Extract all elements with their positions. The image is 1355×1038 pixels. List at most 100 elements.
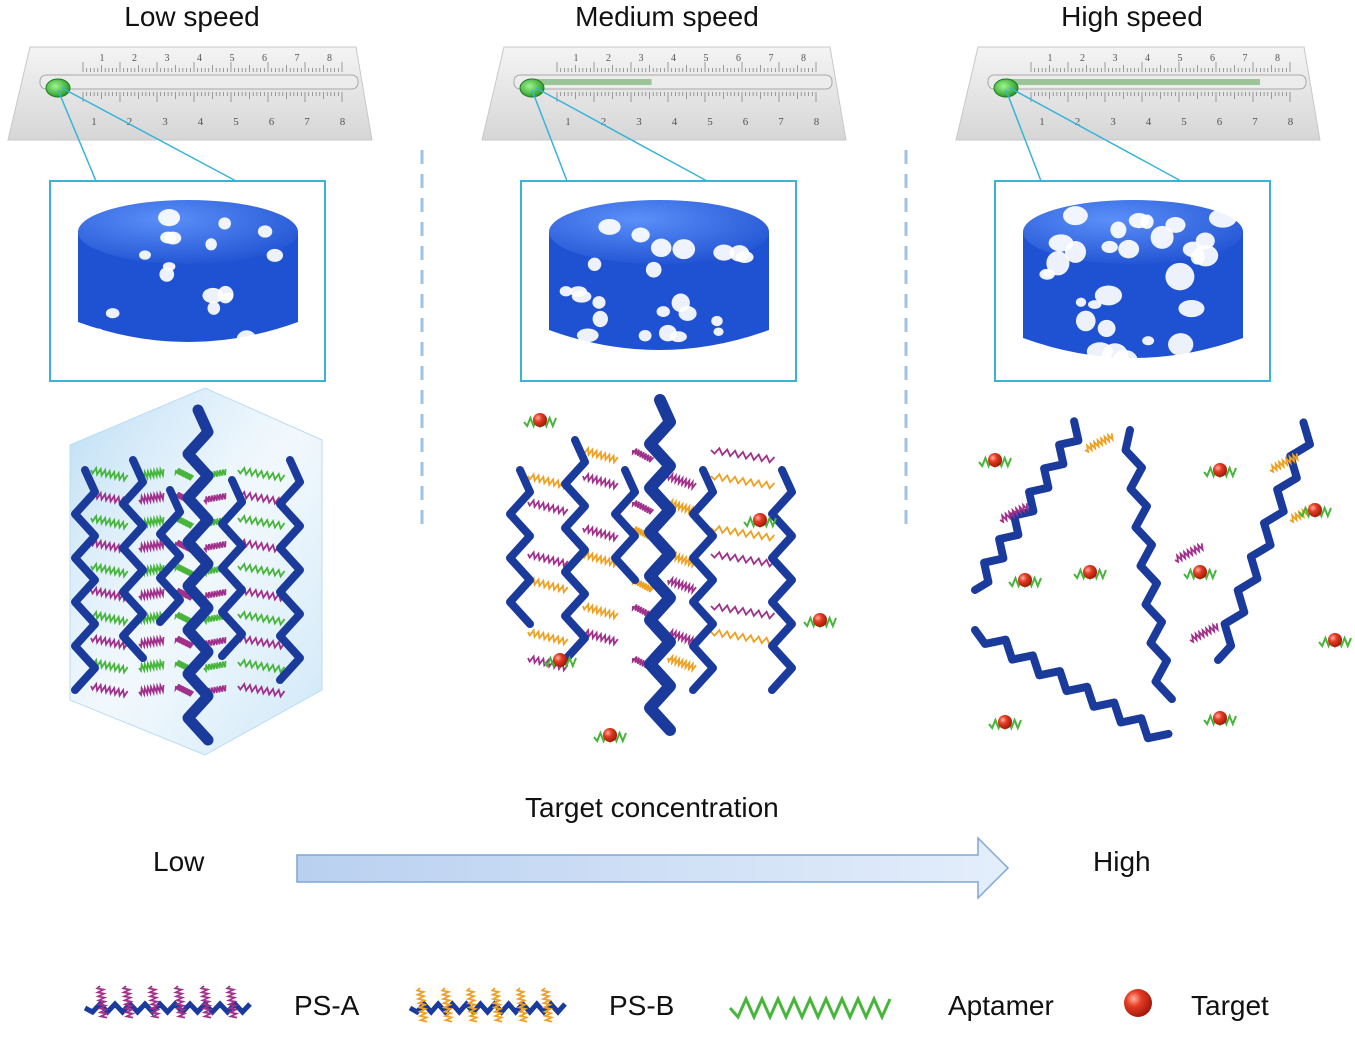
zoom-line [531,89,568,182]
panel-title-high: High speed [1061,1,1203,32]
hydrogel-pore [713,244,735,261]
ruler-tick-label: 8 [340,116,346,128]
zoom-line [1009,87,1182,182]
aptamer-target-complex [523,413,557,429]
crosslink [146,985,162,1019]
crosslink [582,471,619,491]
aptamer-target-complex [978,453,1012,469]
polymer-chain [1214,418,1314,664]
hydrogel-pore [1046,251,1070,276]
hydrogel-pore [105,308,120,319]
crosslink [527,472,569,491]
hydrogel-pore [713,327,724,337]
hydrogel-pore [1142,336,1155,346]
network-high [971,417,1352,743]
target-sphere [988,453,1002,467]
crosslink [90,561,129,579]
sample-droplet [993,78,1019,98]
hydrogel-pore [158,209,181,227]
aptamer-target-complex [1008,573,1042,589]
aptamer-target-complex [1073,565,1107,581]
ruler-tick-label: 4 [197,53,202,64]
hydrogel-pore [656,306,670,317]
ruler-tick-label: 8 [1288,116,1294,128]
hydrogel-pore [256,336,268,346]
ruler-tick-label: 3 [639,53,644,64]
crosslink [203,493,227,506]
crosslink [631,500,655,515]
crosslink [237,514,286,531]
crosslink [174,563,195,577]
target-sphere [753,513,767,527]
crosslink [90,633,129,651]
crosslink [1189,622,1219,644]
target-sphere [1308,503,1322,517]
hydrogel-pore [671,293,690,313]
ruler-tick-label: 2 [132,53,137,64]
legend-label-target: Target [1191,990,1269,1021]
concentration-arrow [296,836,1010,900]
hydrogel-pore [650,238,672,258]
crosslink [582,549,619,569]
ruler-tick-label: 5 [233,116,239,128]
high-label: High [1093,846,1151,877]
hydrogel-pore [1094,285,1123,306]
crosslink [667,471,697,492]
ruler-tick-label: 3 [165,53,170,64]
crosslink [237,658,286,675]
hydrogel-pore [1128,212,1149,229]
ruler-tick-label: 7 [1252,116,1258,128]
hydrogel-pore [1087,300,1102,309]
crosslink [90,681,129,699]
polymer-chain [971,626,1173,743]
crosslink [237,610,286,627]
crosslink [138,634,165,650]
ruler-tick-label: 2 [1080,53,1085,64]
target-sphere [533,413,547,427]
crosslink [582,627,619,647]
channel [513,74,833,90]
crosslink [710,550,776,568]
crosslink [527,550,569,569]
ruler-tick-label: 8 [1275,53,1280,64]
ruler-tick-label: 4 [671,53,676,64]
target-sphere [1018,573,1032,587]
hydrogel-pore [1208,208,1237,228]
crosslink [710,524,776,542]
ruler-tick-label: 7 [1243,53,1248,64]
ps-a-chain-icon [83,1000,252,1016]
zoom-frame [520,87,797,382]
hydrogel-pore [587,257,602,271]
hydrogel-pore [1118,239,1140,259]
ruler-tick-label: 7 [769,53,774,64]
ruler-tick-label: 5 [707,116,713,128]
crosslink [203,589,227,602]
crosslink [237,562,286,579]
target-sphere [1083,565,1097,579]
hydrogel-pore [1075,310,1096,332]
polymer-chain [156,486,184,626]
aptamer-target-complex [1183,565,1217,581]
hydrogel-pore [164,231,182,245]
polymer-chain [276,456,304,684]
ruler-tick-label: 5 [1178,53,1183,64]
crosslink [667,653,697,674]
crosslink [203,541,227,554]
crosslink [710,446,776,464]
legend-label-aptamer: Aptamer [948,990,1054,1021]
ruler-tick-label: 1 [91,116,97,128]
crosslink [1084,432,1114,454]
hydrogel-pore [1165,262,1195,291]
crosslink [582,445,619,465]
crosslink [174,635,195,649]
ruler-tick-label: 6 [269,116,275,128]
flow-fill [534,79,652,85]
target-sphere [553,653,567,667]
target-sphere [1193,565,1207,579]
crosslink [120,985,136,1019]
aptamer-target-complex [1318,633,1352,649]
crosslink [490,987,505,1023]
aptamer-target-complex [1203,463,1237,479]
